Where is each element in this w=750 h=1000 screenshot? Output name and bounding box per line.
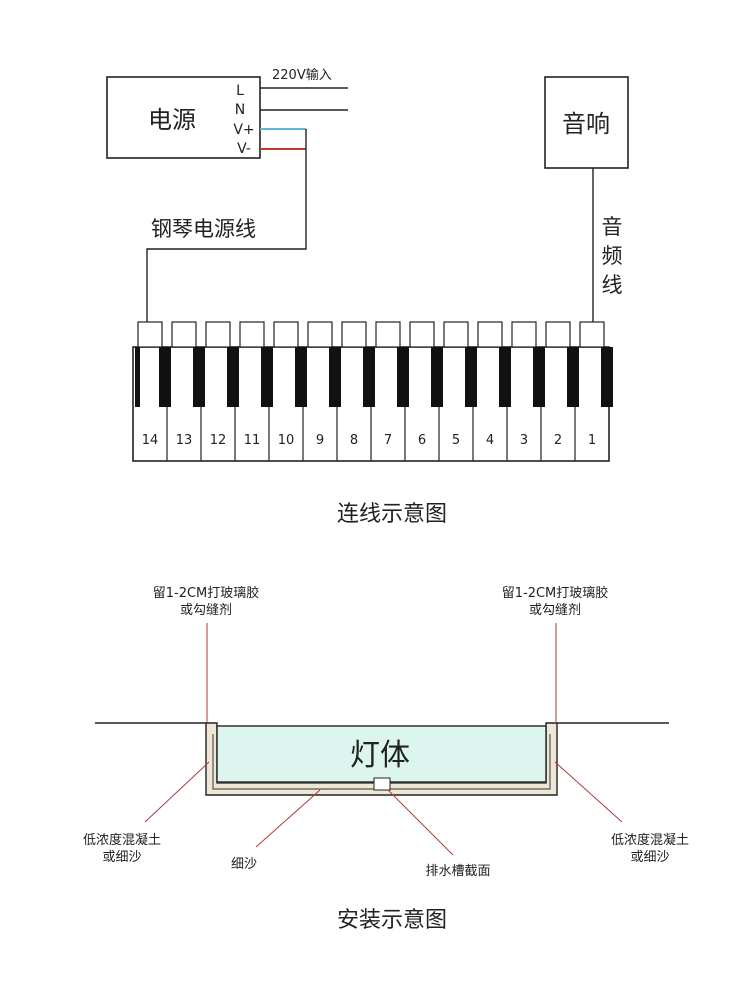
key-sensor-box [273, 321, 299, 348]
black-key [397, 347, 409, 407]
speaker-label: 音响 [562, 110, 610, 138]
key-number: 9 [316, 433, 324, 448]
gap-note-right-line1: 留1-2CM打玻璃胶 [502, 585, 609, 601]
key-number: 2 [554, 433, 562, 448]
black-key [329, 347, 341, 407]
concrete-note-left-line1: 低浓度混凝土 [83, 832, 161, 848]
black-key [431, 347, 443, 407]
input-220v-label: 220V输入 [272, 67, 332, 83]
concrete-note-left-line2: 或细沙 [102, 850, 141, 865]
black-key [533, 347, 545, 407]
black-key [363, 347, 375, 407]
key-sensor-box [375, 321, 401, 348]
black-key [135, 347, 140, 407]
key-sensor-box [443, 321, 469, 348]
sand-callout [255, 789, 321, 848]
audio-cable-char-1: 音 [602, 215, 623, 239]
install-caption: 安装示意图 [337, 908, 447, 933]
key-number: 14 [142, 433, 159, 448]
key-sensor-box [205, 321, 231, 348]
drain-slot [373, 777, 391, 791]
key-sensor-box [579, 321, 605, 348]
key-sensor-box [409, 321, 435, 348]
terminal-l: L [236, 83, 244, 99]
power-supply-box [106, 76, 261, 159]
speaker-box [544, 76, 629, 169]
audio-cable-char-2: 频 [602, 244, 623, 268]
key-number: 13 [176, 433, 193, 448]
black-key [295, 347, 307, 407]
key-number: 6 [418, 433, 426, 448]
gap-note-right-line2: 或勾缝剂 [529, 603, 581, 618]
key-sensor-box [307, 321, 333, 348]
black-key [567, 347, 579, 407]
black-key [193, 347, 205, 407]
gap-note-left-line1: 留1-2CM打玻璃胶 [153, 585, 260, 601]
key-sensor-box [511, 321, 537, 348]
audio-cable-char-3: 线 [602, 273, 623, 297]
key-number: 7 [384, 433, 392, 448]
key-number: 10 [278, 433, 295, 448]
key-number: 8 [350, 433, 358, 448]
key-number: 4 [486, 433, 494, 448]
terminal-v-plus: V+ [233, 122, 254, 138]
piano-power-cable [146, 129, 307, 322]
lamp-body [216, 725, 547, 783]
concrete-note-right-line1: 低浓度混凝土 [611, 832, 689, 848]
key-sensor-box [137, 321, 163, 348]
key-number: 12 [210, 433, 227, 448]
drain-callout [387, 789, 454, 856]
black-key [261, 347, 273, 407]
key-number: 5 [452, 433, 460, 448]
key-sensor-box [477, 321, 503, 348]
lamp-body-label: 灯体 [350, 738, 410, 773]
wiring-caption: 连线示意图 [337, 502, 447, 527]
drain-label: 排水槽截面 [425, 864, 490, 879]
black-key [601, 347, 613, 407]
sand-label: 细沙 [231, 857, 257, 872]
concrete-note-right-line2: 或细沙 [630, 850, 669, 865]
key-sensor-box [239, 321, 265, 348]
install-diagram: 灯体 留1-2CM打玻璃胶 或勾缝剂 留1-2CM打玻璃胶 或勾缝剂 低浓度混凝… [83, 585, 689, 933]
key-sensor-box [171, 321, 197, 348]
black-key [227, 347, 239, 407]
terminal-v-minus: V- [237, 141, 251, 157]
black-key [499, 347, 511, 407]
key-sensor-box [545, 321, 571, 348]
key-number: 3 [520, 433, 528, 448]
black-key [159, 347, 171, 407]
piano-power-cable-label: 钢琴电源线 [151, 217, 256, 241]
power-supply-label: 电源 [148, 106, 196, 134]
piano-keyboard: 14 13 12 11 10 9 8 7 6 5 4 3 2 1 [132, 321, 613, 462]
key-number: 1 [588, 433, 596, 448]
concrete-callout-left [144, 761, 210, 823]
terminal-n: N [235, 102, 245, 118]
concrete-callout-right [554, 761, 623, 823]
key-number: 11 [244, 433, 261, 448]
key-sensor-box [341, 321, 367, 348]
black-key [465, 347, 477, 407]
gap-note-left-line2: 或勾缝剂 [180, 603, 232, 618]
